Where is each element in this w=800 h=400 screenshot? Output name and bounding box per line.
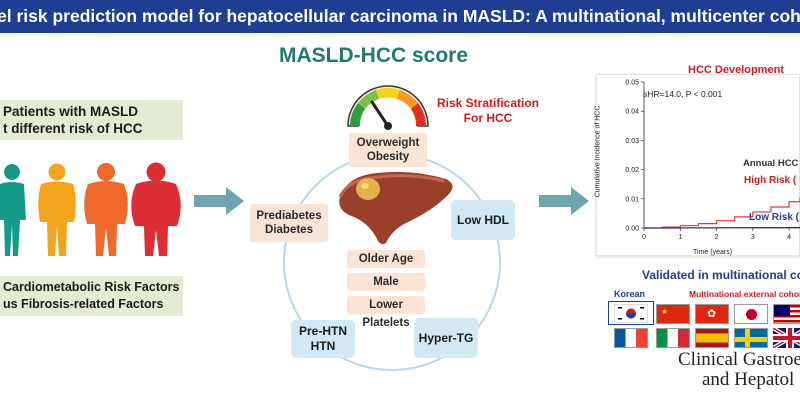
uk-flag-icon xyxy=(773,328,800,348)
y-tick-label: 0.02 xyxy=(625,167,639,174)
factor-prediabetes-diabetes: Prediabetes Diabetes xyxy=(250,204,328,242)
journal-line-1: Clinical Gastroen xyxy=(678,349,800,370)
y-tick-label: 0.03 xyxy=(625,138,639,145)
hong-kong-flag-icon: ✿ xyxy=(695,304,729,324)
patient-figures xyxy=(0,162,181,256)
patient-figure-4 xyxy=(131,162,181,256)
factor-prehtn-htn: Pre-HTN HTN xyxy=(291,320,355,358)
y-tick-label: 0.05 xyxy=(625,80,639,87)
korean-label: Korean xyxy=(614,289,646,299)
malaysia-flag-icon xyxy=(773,304,800,324)
factor-older-age: Older Age xyxy=(347,250,425,268)
series-line-high-risk xyxy=(644,197,800,229)
y-tick-label: 0.01 xyxy=(625,196,639,203)
x-tick-label: 0 xyxy=(642,234,646,241)
factor-lower-platelets: Lower Platelets xyxy=(347,296,425,329)
patient-figure-2 xyxy=(38,163,76,256)
factor-low-hdl: Low HDL xyxy=(451,200,515,240)
chart-high-risk-label: High Risk ( xyxy=(744,175,797,186)
risk-factors-line-2: us Fibrosis-related Factors xyxy=(3,297,164,311)
chart-low-risk-label: Low Risk ( xyxy=(749,212,800,223)
chart-title: HCC Development xyxy=(688,64,784,76)
japan-flag-icon xyxy=(734,304,768,324)
arrow-right-1 xyxy=(194,187,244,215)
y-tick-label: 0.04 xyxy=(625,109,639,116)
factor-prehtn-label: Pre-HTN xyxy=(298,324,347,338)
incidence-chart: 0.00 0.01 0.02 0.03 0.04 0.05 0 1 2 3 4 xyxy=(625,80,800,241)
france-flag-icon xyxy=(614,328,648,348)
factor-overweight-obesity: Overweight Obesity xyxy=(349,133,427,167)
factor-male: Male xyxy=(347,273,425,291)
chart-stat-line: sHR=14.0, P < 0.001 xyxy=(643,89,723,99)
factor-htn-label: HTN xyxy=(310,339,336,353)
italy-flag-icon xyxy=(656,328,690,348)
liver-icon xyxy=(338,171,453,245)
factor-obesity-label: Obesity xyxy=(366,151,410,163)
patient-figure-3 xyxy=(84,163,128,256)
y-tick-label: 0.00 xyxy=(625,226,639,233)
patients-box: Patients with MASLD t different risk of … xyxy=(0,100,183,140)
chart-x-axis-label: Time (years) xyxy=(693,249,733,256)
korea-flag-icon xyxy=(614,304,648,323)
risk-factors-line-1: Cardiometabolic Risk Factors xyxy=(3,280,180,294)
factor-hyper-tg: Hyper-TG xyxy=(414,318,478,358)
spain-flag-icon xyxy=(695,328,729,348)
journal-line-2: and Hepatol xyxy=(702,369,795,390)
risk-stratification-label: Risk Stratification For HCC xyxy=(432,96,544,126)
korean-flag-frame xyxy=(608,301,654,325)
chart-annual-label: Annual HCC xyxy=(743,158,799,169)
china-flag-icon: ★ xyxy=(656,304,690,324)
external-cohort-label: Multinational external cohort xyxy=(689,289,800,299)
x-tick-label: 3 xyxy=(751,234,755,241)
chart-xaxis-anchor xyxy=(610,240,624,241)
x-tick-label: 2 xyxy=(715,234,719,241)
x-tick-label: 4 xyxy=(787,234,791,241)
patients-line-1: Patients with MASLD xyxy=(3,104,139,119)
sweden-flag-icon xyxy=(734,328,768,348)
chart-y-axis-label: Cumulative Incidence of HCC xyxy=(594,105,602,198)
factor-prediabetes-label: Prediabetes xyxy=(256,210,322,222)
risk-gauge-icon xyxy=(347,85,429,130)
risk-factors-box: Cardiometabolic Risk Factors us Fibrosis… xyxy=(0,276,183,316)
arrow-right-2 xyxy=(539,187,589,215)
x-tick-label: 1 xyxy=(678,234,682,241)
banner-title: el risk prediction model for hepatocellu… xyxy=(0,6,800,26)
score-subtitle: MASLD-HCC score xyxy=(279,44,469,67)
title-banner: el risk prediction model for hepatocellu… xyxy=(0,0,800,33)
risk-stratification-line-2: For HCC xyxy=(463,111,513,125)
patient-figure-1 xyxy=(0,164,26,256)
factor-overweight-label: Overweight xyxy=(356,137,420,149)
journal-name: Clinical Gastroen and Hepatol xyxy=(678,350,800,390)
patients-line-2: t different risk of HCC xyxy=(3,121,143,136)
series-line-low-risk xyxy=(644,226,800,229)
factor-diabetes-label: Diabetes xyxy=(265,224,313,236)
risk-stratification-line-1: Risk Stratification xyxy=(436,96,540,110)
validated-label: Validated in multinational co xyxy=(642,268,800,282)
